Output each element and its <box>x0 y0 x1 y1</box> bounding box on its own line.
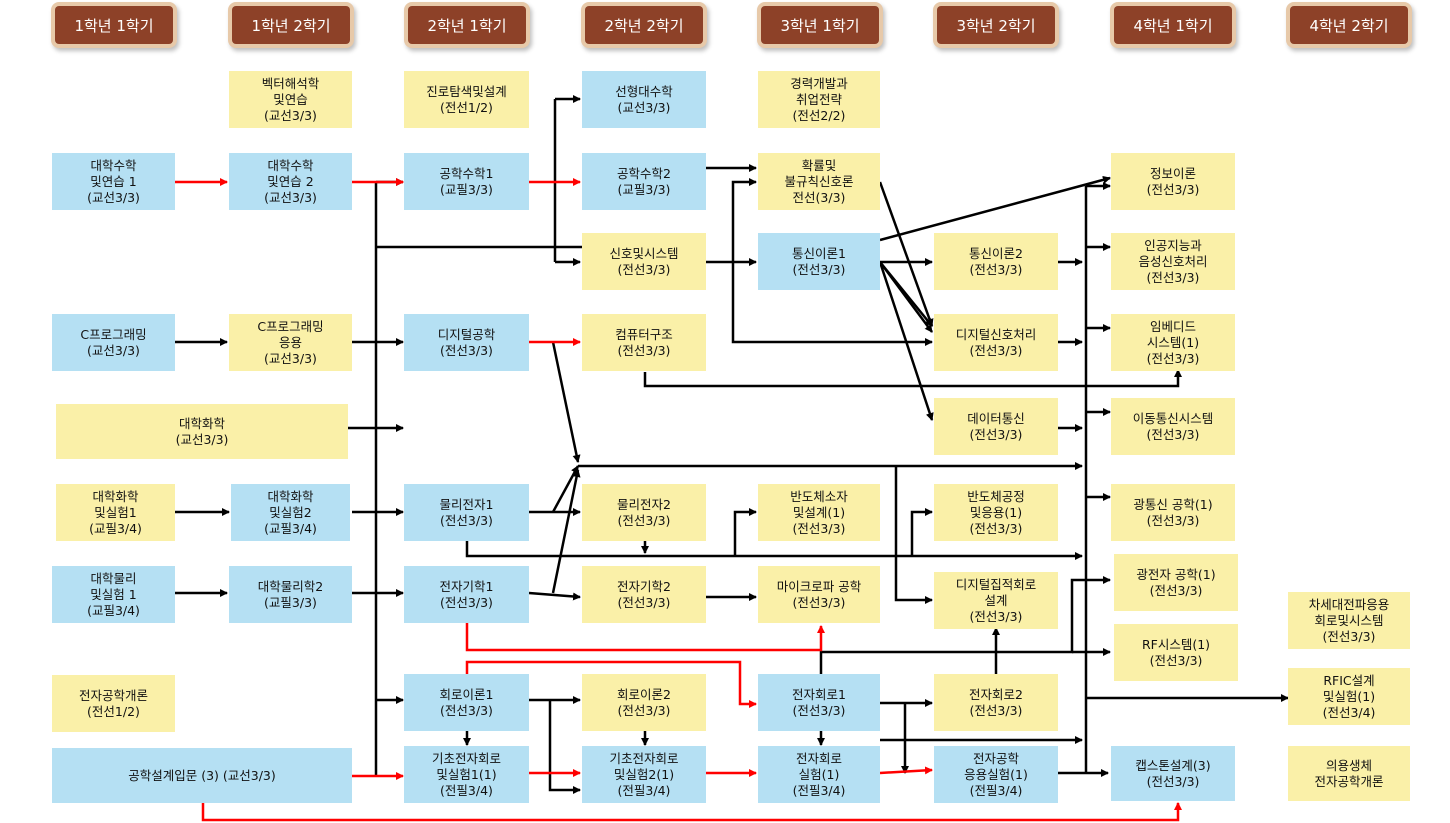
course-probability: 확률및 불규칙신호론 전선(3/3) <box>758 153 880 210</box>
course-electronic-circuits-1: 전자회로1 (전선3/3) <box>758 674 880 731</box>
course-calculus-1: 대학수학 및연습 1 (교선3/3) <box>52 153 175 210</box>
semester-header-2-2: 2학년 2학기 <box>585 6 703 44</box>
course-data-communication: 데이터통신 (전선3/3) <box>934 398 1058 455</box>
course-intro-electronics: 전자공학개론 (전선1/2) <box>52 675 175 732</box>
course-career-exploration: 진로탐색및설계 (전선1/2) <box>404 71 529 128</box>
course-physics-lab-1: 대학물리 및실험 1 (교필3/4) <box>52 566 175 623</box>
course-circuit-theory-1: 회로이론1 (전선3/3) <box>404 674 529 731</box>
course-basic-circuits-lab-2: 기초전자회로 및실험2(1) (전필3/4) <box>582 746 706 803</box>
course-chemistry-lab-2: 대학화학 및실험2 (교필3/4) <box>231 484 350 541</box>
course-physics-2: 대학물리학2 (교필3/3) <box>229 566 352 623</box>
semester-header-4-2: 4학년 2학기 <box>1290 6 1408 44</box>
course-chemistry-lab-1: 대학화학 및실험1 (교필3/4) <box>56 484 175 541</box>
course-calculus-2: 대학수학 및연습 2 (교선3/3) <box>229 153 352 210</box>
course-chemistry: 대학화학 (교선3/3) <box>56 404 348 459</box>
course-physical-electronics-2: 물리전자2 (전선3/3) <box>582 484 706 541</box>
course-vector-analysis: 벡터해석학 및연습 (교선3/3) <box>229 71 352 128</box>
course-electromagnetics-1: 전자기학1 (전선3/3) <box>404 566 529 623</box>
course-digital-ic-design: 디지털집적회로 설계 (전선3/3) <box>934 572 1058 629</box>
course-circuit-theory-2: 회로이론2 (전선3/3) <box>582 674 706 731</box>
course-information-theory: 정보이론 (전선3/3) <box>1111 153 1235 210</box>
course-biomedical-electronics: 의용생체 전자공학개론 <box>1288 746 1410 801</box>
course-computer-architecture: 컴퓨터구조 (전선3/3) <box>582 314 706 371</box>
course-electronic-circuits-2: 전자회로2 (전선3/3) <box>934 674 1058 731</box>
course-engineering-math-1: 공학수학1 (교필3/3) <box>404 153 529 210</box>
course-linear-algebra: 선형대수학 (교선3/3) <box>582 71 706 128</box>
course-c-programming: C프로그래밍 (교선3/3) <box>52 314 175 371</box>
course-applied-electronics-lab: 전자공학 응용실험(1) (전필3/4) <box>934 746 1058 803</box>
course-career-development: 경력개발과 취업전략 (전선2/2) <box>758 71 880 128</box>
course-digital-signal-processing: 디지털신호처리 (전선3/3) <box>934 314 1058 371</box>
course-basic-circuits-lab-1: 기초전자회로 및실험1(1) (전필3/4) <box>404 746 529 803</box>
course-electromagnetics-2: 전자기학2 (전선3/3) <box>582 566 706 623</box>
course-engineering-math-2: 공학수학2 (교필3/3) <box>582 153 706 210</box>
course-semiconductor-devices: 반도체소자 및설계(1) (전선3/3) <box>758 484 880 541</box>
course-next-gen-radio: 차세대전파응용 회로및시스템 (전선3/3) <box>1288 592 1410 649</box>
course-rfic-design: RFIC설계 및실험(1) (전선3/4) <box>1288 668 1410 725</box>
semester-header-1-2: 1학년 2학기 <box>232 6 350 44</box>
course-physical-electronics-1: 물리전자1 (전선3/3) <box>404 484 529 541</box>
course-embedded-systems: 임베디드 시스템(1) (전선3/3) <box>1111 314 1235 371</box>
course-rf-systems: RF시스템(1) (전선3/3) <box>1114 624 1238 681</box>
course-engineering-design-intro: 공학설계입문 (3) (교선3/3) <box>52 748 352 803</box>
semester-header-4-1: 4학년 1학기 <box>1114 6 1232 44</box>
course-semiconductor-process: 반도체공정 및응용(1) (전선3/3) <box>934 484 1058 541</box>
course-communication-2: 통신이론2 (전선3/3) <box>934 233 1058 290</box>
course-communication-1: 통신이론1 (전선3/3) <box>758 233 880 290</box>
course-optical-communication: 광통신 공학(1) (전선3/3) <box>1111 484 1235 541</box>
course-microwave-engineering: 마이크로파 공학 (전선3/3) <box>758 566 880 623</box>
course-capstone-design: 캡스톤설계(3) (전선3/3) <box>1111 746 1235 801</box>
semester-header-3-1: 3학년 1학기 <box>761 6 879 44</box>
semester-header-2-1: 2학년 1학기 <box>408 6 526 44</box>
course-ai-speech: 인공지능과 음성신호처리 (전선3/3) <box>1111 233 1235 290</box>
semester-header-3-2: 3학년 2학기 <box>937 6 1055 44</box>
course-signals-systems: 신호및시스템 (전선3/3) <box>582 233 706 290</box>
semester-header-1-1: 1학년 1학기 <box>55 6 173 44</box>
course-digital-engineering: 디지털공학 (전선3/3) <box>404 314 529 371</box>
course-optoelectronics: 광전자 공학(1) (전선3/3) <box>1114 554 1238 611</box>
course-electronic-circuits-lab: 전자회로 실험(1) (전필3/4) <box>758 746 880 803</box>
course-c-programming-app: C프로그래밍 응용 (교선3/3) <box>229 314 352 371</box>
course-mobile-communication: 이동통신시스템 (전선3/3) <box>1111 398 1235 455</box>
